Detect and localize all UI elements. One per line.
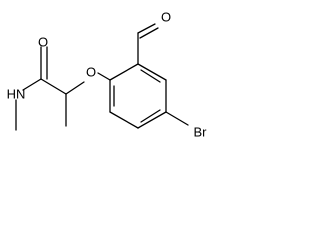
ring-bond-c1-c2 (109, 63, 139, 81)
atom-amide-nitrogen: HN (7, 87, 26, 102)
bond-aldehyde-c-o-a (137, 23, 156, 34)
atom-carbonyl-oxygen: O (38, 35, 48, 50)
atom-aldehyde-oxygen: O (161, 10, 171, 25)
bond-n-carbonyl-carbon (22, 78, 42, 91)
ring-bond-c5-c6 (109, 111, 139, 129)
ring-bond-c4-c5 (137, 111, 167, 129)
molecule-structure: O HN O O Br (7, 10, 208, 140)
bond-ether-o-ring (97, 72, 111, 81)
ring-bond-c2-c3 (137, 63, 167, 81)
atom-ether-oxygen: O (86, 65, 96, 80)
ring-inner-double-3 (140, 109, 161, 123)
bond-alpha-carbon-ether-o (65, 81, 85, 95)
atom-bromine: Br (194, 125, 208, 140)
bond-aldehyde-c-o-b (139, 27, 159, 39)
bond-carbonyl-alpha-carbon (40, 78, 67, 95)
ring-inner-double-2 (140, 69, 161, 83)
bond-ring-bromine (165, 111, 189, 126)
